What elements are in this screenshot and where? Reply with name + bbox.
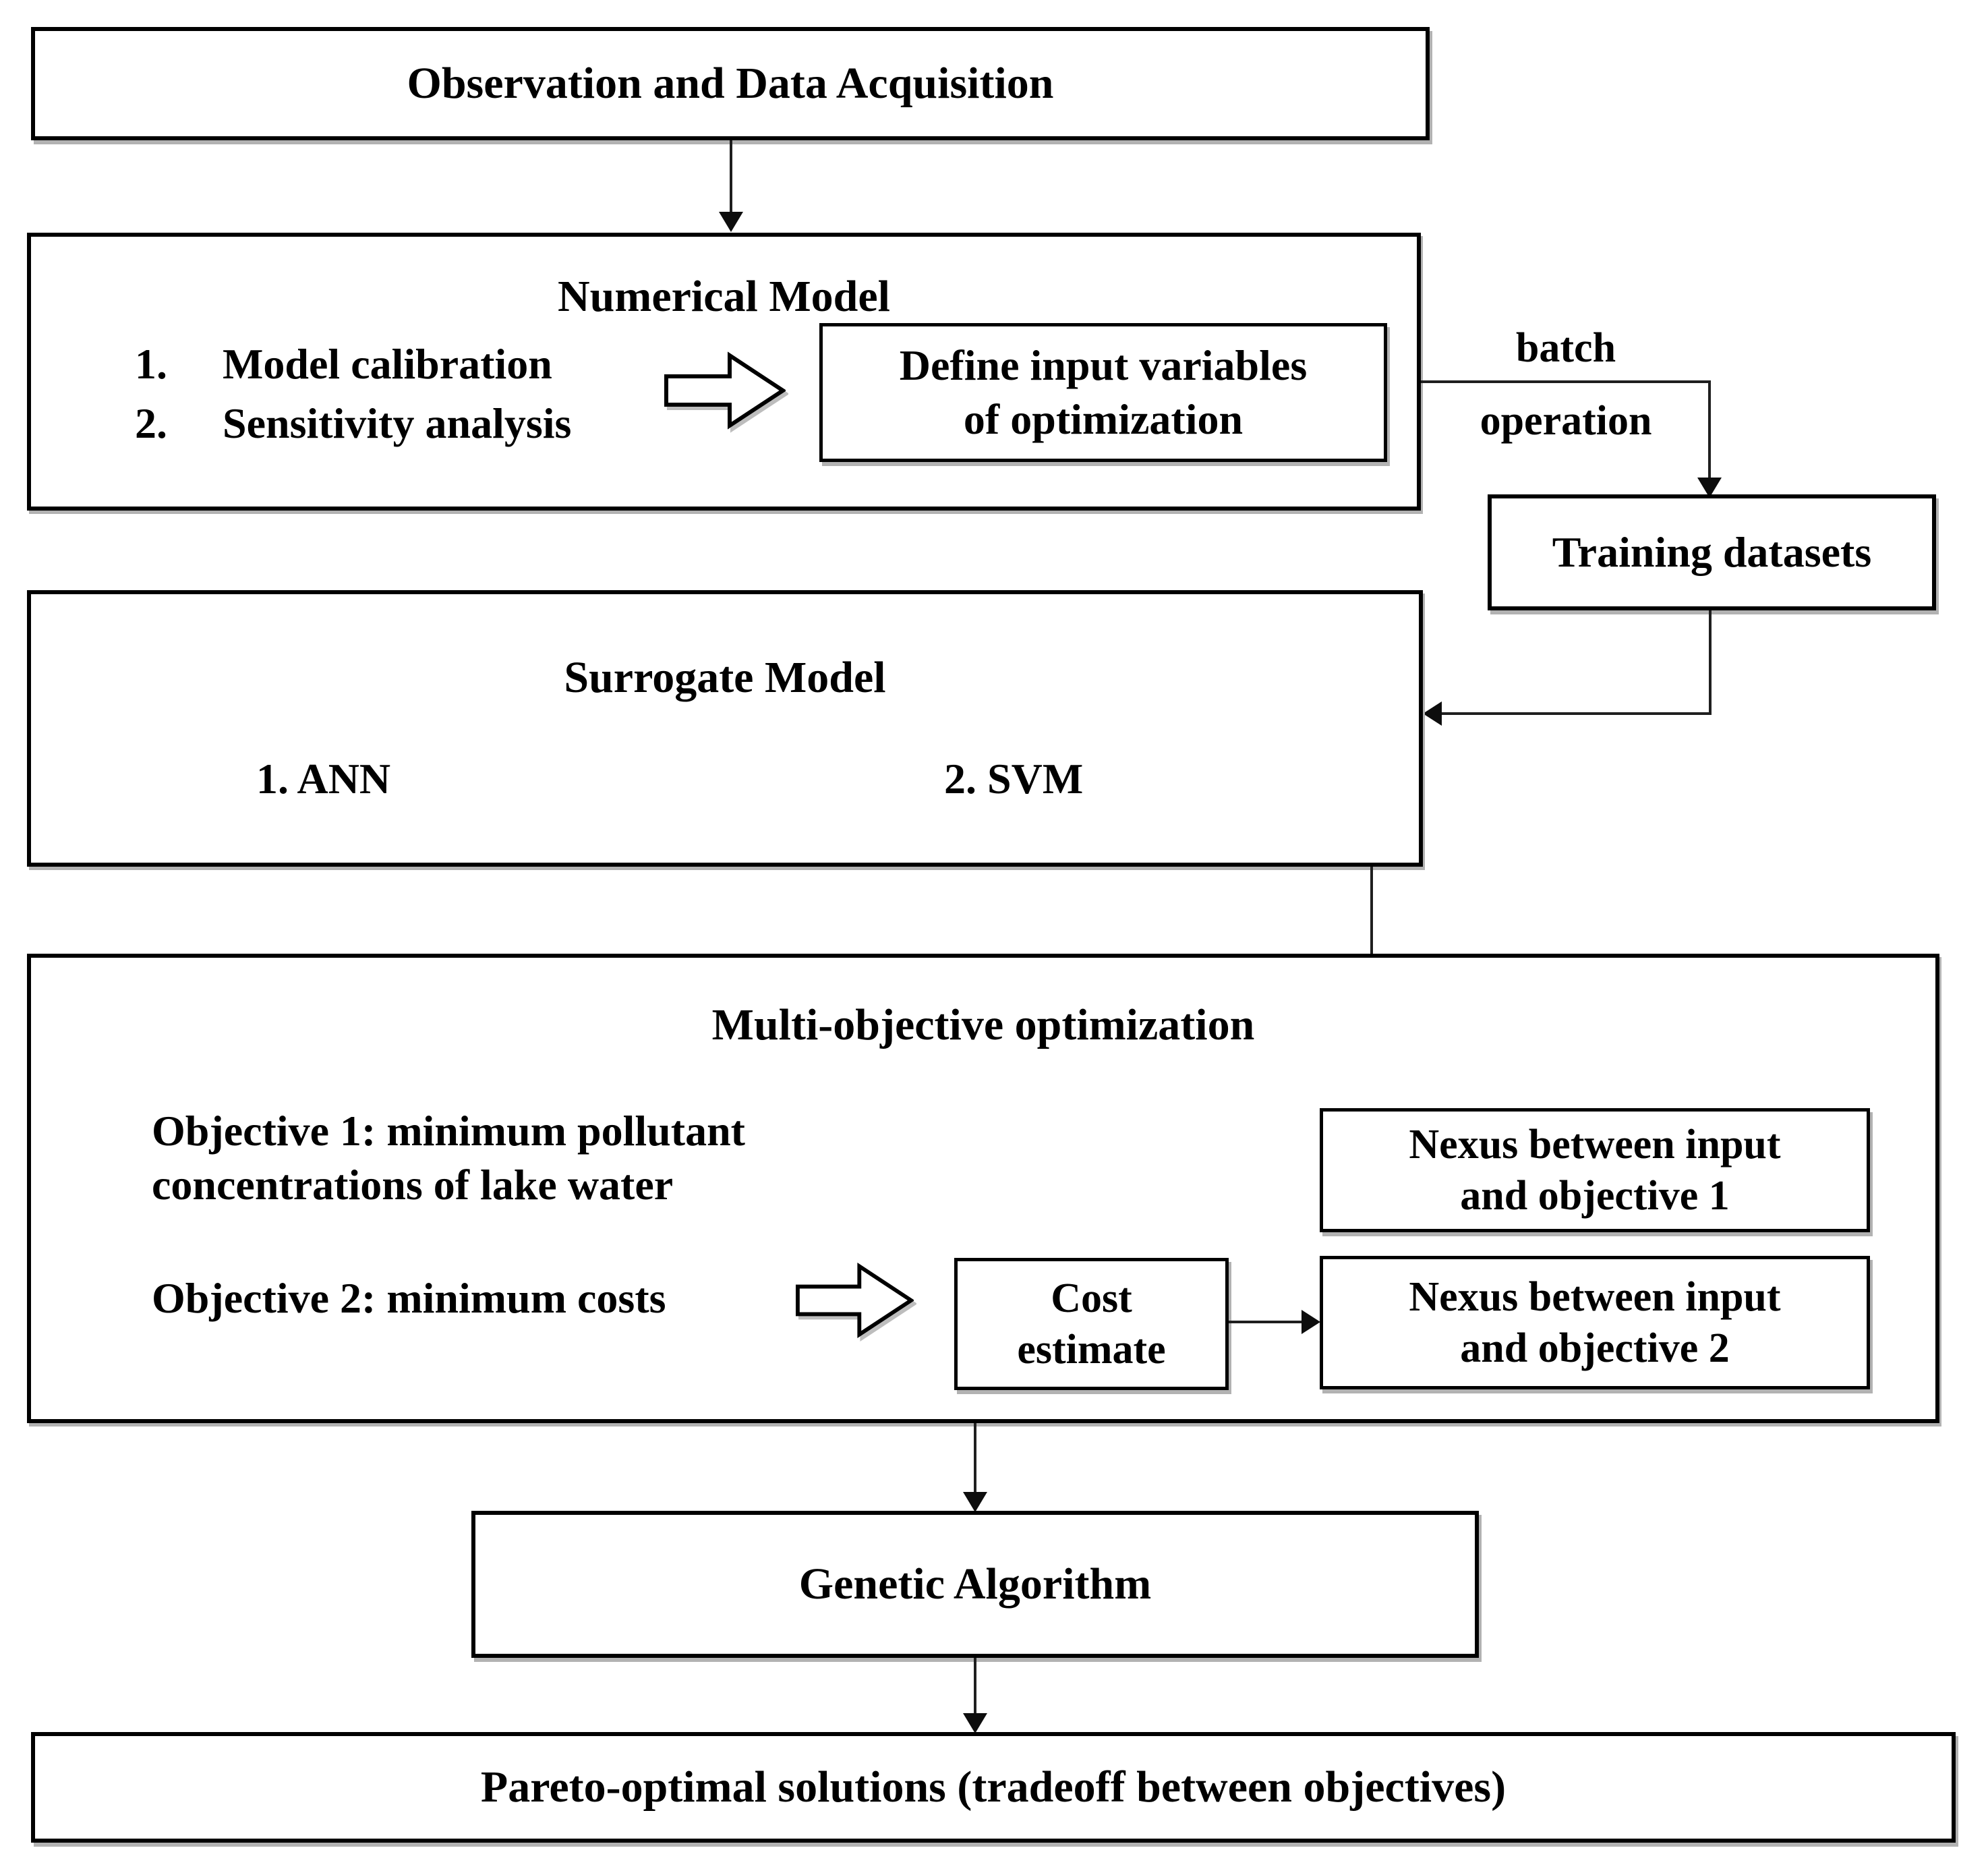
objective1-text: Objective 1: minimum pollutant concentra…	[152, 1104, 745, 1212]
list-text-1: Model calibration	[223, 340, 552, 388]
training-datasets-box: Training datasets	[1488, 494, 1936, 610]
cost-estimate-line2: estimate	[1017, 1327, 1166, 1373]
surrogate-item-svm: 2. SVM	[944, 755, 1084, 803]
pareto-solutions-box: Pareto-optimal solutions (tradeoff betwe…	[31, 1732, 1956, 1843]
nexus2-line2: and objective 2	[1460, 1325, 1730, 1371]
pareto-solutions-label: Pareto-optimal solutions (tradeoff betwe…	[480, 1762, 1507, 1812]
define-inputs-line2: of optimization	[963, 395, 1244, 443]
list-number-1: 1.	[135, 340, 167, 388]
connector-batch-horizontal	[1421, 380, 1711, 383]
connector-ga-to-pareto	[974, 1658, 976, 1713]
surrogate-item-ann: 1. ANN	[256, 755, 391, 803]
objective1-line2: concentrations of lake water	[152, 1161, 674, 1209]
observation-box: Observation and Data Acquisition	[31, 27, 1430, 140]
connector-training-horizontal	[1440, 712, 1712, 715]
training-datasets-label: Training datasets	[1552, 528, 1872, 576]
numerical-model-title: Numerical Model	[557, 272, 891, 321]
connector-batch-vertical	[1708, 382, 1711, 478]
batch-label-line1: batch	[1515, 325, 1616, 371]
list-number-2: 2.	[135, 399, 167, 447]
connector-training-vertical	[1709, 610, 1712, 714]
list-text-2: Sensitivity analysis	[223, 399, 572, 447]
nexus-objective1-box: Nexus between input and objective 1	[1320, 1108, 1870, 1232]
genetic-algorithm-label: Genetic Algorithm	[798, 1559, 1152, 1609]
define-inputs-box: Define input variables of optimization	[819, 323, 1387, 462]
arrowhead-right-icon	[1302, 1310, 1320, 1334]
surrogate-model-box	[27, 590, 1423, 867]
nexus1-line2: and objective 1	[1460, 1173, 1730, 1219]
surrogate-model-title: Surrogate Model	[564, 653, 886, 702]
numerical-list-item-1: 1. Model calibration	[135, 340, 552, 388]
connector-obs-to-numerical	[730, 140, 732, 212]
arrowhead-left-icon	[1423, 701, 1442, 726]
objective1-line1: Objective 1: minimum pollutant	[152, 1107, 745, 1155]
genetic-algorithm-box: Genetic Algorithm	[471, 1511, 1479, 1658]
arrowhead-down-icon	[719, 212, 743, 232]
batch-label-line2: operation	[1480, 398, 1652, 444]
connector-moo-to-ga	[974, 1423, 976, 1492]
block-arrow-right-icon	[664, 351, 786, 430]
define-inputs-line1: Define input variables	[899, 341, 1308, 389]
connector-cost-to-nexus2	[1229, 1321, 1304, 1323]
nexus2-line1: Nexus between input	[1409, 1274, 1781, 1320]
multi-objective-title: Multi-objective optimization	[711, 1000, 1255, 1049]
cost-estimate-box: Cost estimate	[954, 1258, 1229, 1390]
arrowhead-down-icon	[963, 1492, 987, 1512]
nexus-objective2-box: Nexus between input and objective 2	[1320, 1256, 1870, 1389]
arrowhead-down-icon	[963, 1713, 987, 1733]
block-arrow-right-icon	[796, 1263, 914, 1338]
nexus1-line1: Nexus between input	[1409, 1122, 1781, 1168]
observation-label: Observation and Data Acquisition	[407, 59, 1054, 108]
objective2-text: Objective 2: minimum costs	[152, 1274, 666, 1322]
numerical-list-item-2: 2. Sensitivity analysis	[135, 399, 571, 448]
cost-estimate-line1: Cost	[1051, 1275, 1132, 1321]
